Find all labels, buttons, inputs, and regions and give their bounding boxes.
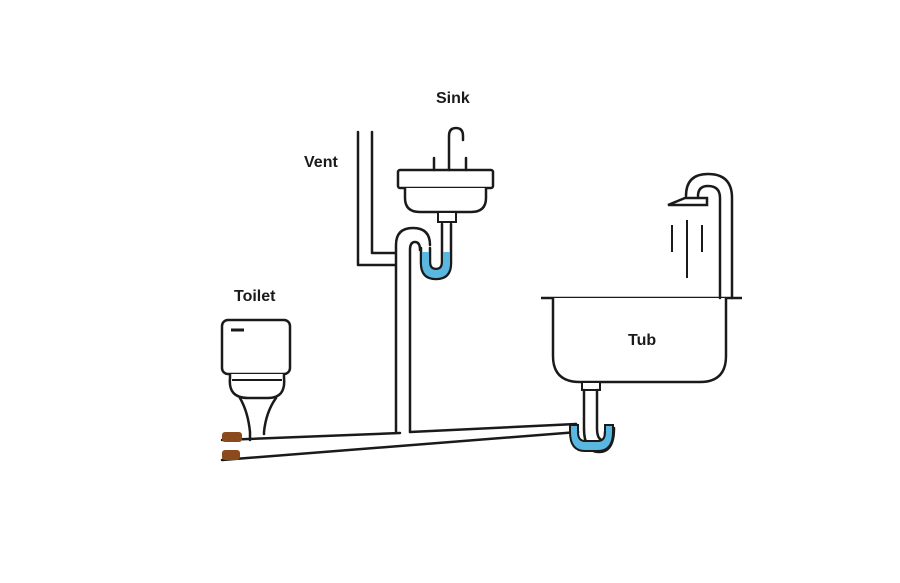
- tub-p-trap: [569, 388, 616, 454]
- vent-pipe: [356, 130, 397, 267]
- tub-label: Tub: [628, 332, 657, 349]
- vent-label: Vent: [304, 154, 338, 171]
- waste-deposit: [222, 432, 242, 460]
- main-drain-pipe: [220, 422, 580, 462]
- bathtub: [541, 296, 742, 391]
- toilet-label: Toilet: [234, 288, 276, 305]
- sink: [396, 126, 495, 223]
- sink-label: Sink: [436, 90, 470, 107]
- sink-drain-riser: [394, 226, 432, 434]
- sink-p-trap: [419, 222, 453, 281]
- shower: [667, 172, 734, 300]
- toilet: [220, 318, 292, 442]
